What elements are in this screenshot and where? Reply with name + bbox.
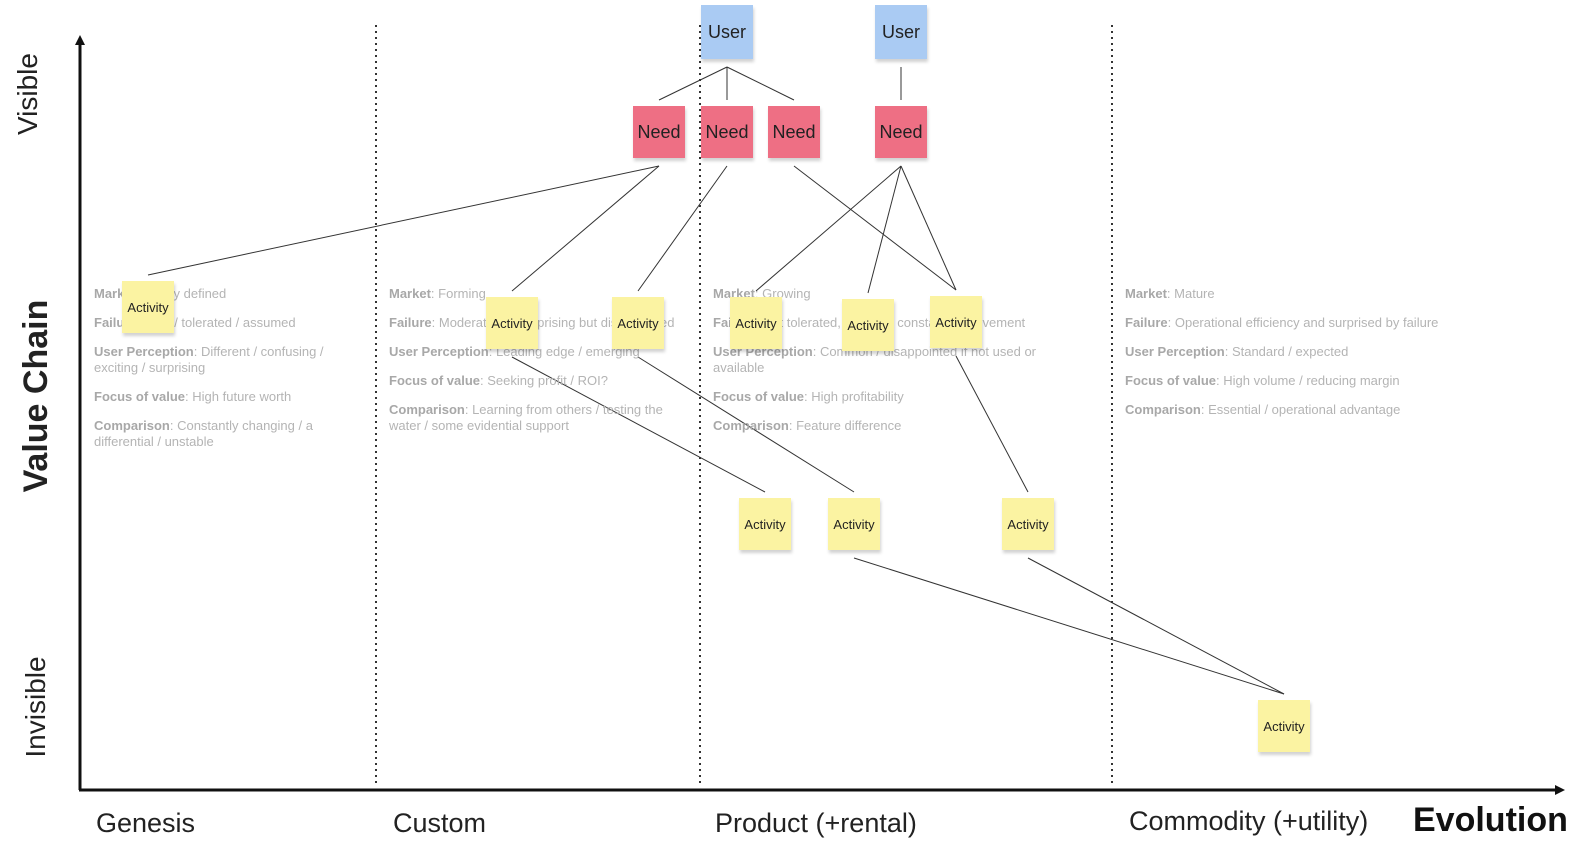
y-axis-title: Value Chain [17,299,55,493]
y-axis-top-label: Visible [12,53,43,135]
y-axis-bottom-label: Invisible [20,656,51,758]
need-note[interactable]: Need [768,106,820,158]
genesis-focus-of-value: Focus of value: High future worth [94,389,292,404]
custom-comparison: Comparison: Learning from others / testi… [389,402,663,433]
commodity-failure: Failure: Operational efficiency and surp… [1125,315,1439,330]
commodity-market: Market: Mature [1125,286,1215,301]
need-note[interactable]: Need [875,106,927,158]
user-note[interactable]: User [875,5,927,59]
stage-label-product: Product (+rental) [715,808,917,838]
stage-label-custom: Custom [393,808,487,838]
dependency-links [147,66,1285,695]
link-n1-a2 [511,165,660,292]
link-a8-a10 [853,557,1285,695]
activity-note[interactable]: Activity [122,281,174,333]
stage-label-genesis: Genesis [96,808,196,838]
activity-note[interactable]: Activity [1002,498,1054,550]
link-a2-a7 [511,356,766,493]
activity-note[interactable]: Activity [486,297,538,349]
link-u1-n3 [726,66,795,101]
activity-note[interactable]: Activity [828,498,880,550]
activity-note[interactable]: Activity [739,498,791,550]
genesis-user-perception: User Perception: Different / confusing /… [94,344,324,375]
link-n4-a6 [900,165,957,291]
user-note[interactable]: User [701,5,753,59]
stage-description-commodity: Market: Mature Failure: Operational effi… [1125,286,1485,431]
link-n1-a1 [147,165,660,276]
activity-note[interactable]: Activity [930,296,982,348]
genesis-comparison: Comparison: Constantly changing / a diff… [94,418,313,449]
need-note[interactable]: Need [633,106,685,158]
activity-note[interactable]: Activity [612,297,664,349]
activity-note[interactable]: Activity [730,297,782,349]
activity-note[interactable]: Activity [842,299,894,351]
custom-focus-of-value: Focus of value: Seeking profit / ROI? [389,373,608,388]
link-a6-a9 [955,355,1029,493]
link-n2-a3 [637,165,728,292]
custom-market: Market: Forming [389,286,486,301]
link-n4-a5 [867,165,902,294]
link-a9-a10 [1027,557,1285,695]
need-note[interactable]: Need [701,106,753,158]
commodity-focus-of-value: Focus of value: High volume / reducing m… [1125,373,1400,388]
link-n4-a4 [755,165,902,292]
stage-label-commodity: Commodity (+utility) [1129,806,1369,836]
product-comparison: Comparison: Feature difference [713,418,902,433]
commodity-comparison: Comparison: Essential / operational adva… [1125,402,1401,417]
link-n3-a6 [793,165,957,291]
activity-note[interactable]: Activity [1258,700,1310,752]
x-axis-title: Evolution [1413,801,1568,839]
product-focus-of-value: Focus of value: High profitability [713,389,904,404]
link-a3-a8 [637,356,855,493]
commodity-user-perception: User Perception: Standard / expected [1125,344,1349,359]
link-u1-n1 [658,66,728,101]
stage-description-custom: Market: Forming Failure: Moderate / unsu… [389,286,689,447]
